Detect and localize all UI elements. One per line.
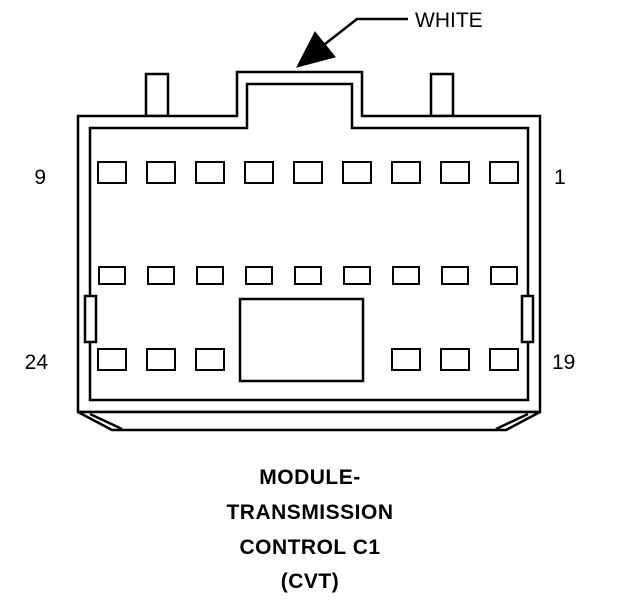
caption-line-3: CONTROL C1 bbox=[239, 536, 380, 559]
pin-label-top-right: 1 bbox=[554, 166, 566, 189]
pin-cavity bbox=[146, 348, 176, 371]
side-slot-left bbox=[83, 294, 98, 344]
connector-body bbox=[76, 70, 542, 432]
caption-line-1: MODULE- bbox=[259, 466, 361, 489]
pin-row-bottom-right bbox=[391, 348, 519, 371]
pin-cavity bbox=[294, 266, 322, 285]
flange-diagonal-left bbox=[89, 412, 123, 431]
pin-cavity bbox=[441, 266, 469, 285]
pin-cavity bbox=[147, 266, 175, 285]
pin-cavity bbox=[245, 266, 273, 285]
pin-cavity bbox=[244, 161, 274, 184]
pin-row-bottom-left bbox=[97, 348, 225, 371]
pin-cavity bbox=[391, 348, 421, 371]
pin-cavity bbox=[293, 161, 323, 184]
pin-cavity bbox=[342, 161, 372, 184]
top-lock-tab-left bbox=[144, 72, 170, 118]
pin-cavity bbox=[489, 161, 519, 184]
pin-cavity bbox=[490, 266, 518, 285]
top-lock-tab-right bbox=[429, 72, 455, 118]
callout-leader-line bbox=[324, 17, 408, 45]
pin-cavity bbox=[392, 266, 420, 285]
pin-cavity bbox=[489, 348, 519, 371]
pin-label-bottom-left: 24 bbox=[25, 351, 49, 374]
pin-cavity bbox=[343, 266, 371, 285]
pin-cavity bbox=[195, 348, 225, 371]
pin-cavity bbox=[440, 161, 470, 184]
pin-row-middle bbox=[98, 266, 518, 285]
side-slot-right bbox=[520, 294, 535, 344]
caption-line-4: (CVT) bbox=[281, 570, 340, 593]
pin-label-bottom-right: 19 bbox=[552, 351, 575, 374]
pin-cavity bbox=[440, 348, 470, 371]
caption-line-2: TRANSMISSION bbox=[226, 501, 393, 524]
pin-label-top-left: 9 bbox=[34, 166, 46, 189]
caption: MODULE- TRANSMISSION CONTROL C1 (CVT) bbox=[226, 466, 393, 593]
center-keyway bbox=[238, 297, 365, 383]
pin-cavity bbox=[146, 161, 176, 184]
pin-cavity bbox=[195, 161, 225, 184]
connector-color-label: WHITE bbox=[415, 9, 483, 32]
connector-bottom-flange bbox=[77, 410, 541, 432]
pin-cavity bbox=[98, 266, 126, 285]
pin-cavity bbox=[97, 348, 127, 371]
white-callout: WHITE bbox=[296, 9, 483, 68]
pin-cavity bbox=[391, 161, 421, 184]
pin-cavity bbox=[196, 266, 224, 285]
flange-diagonal-right bbox=[495, 412, 529, 431]
callout-arrowhead-icon bbox=[296, 31, 336, 68]
pin-row-top bbox=[97, 161, 519, 184]
pin-cavity bbox=[97, 161, 127, 184]
